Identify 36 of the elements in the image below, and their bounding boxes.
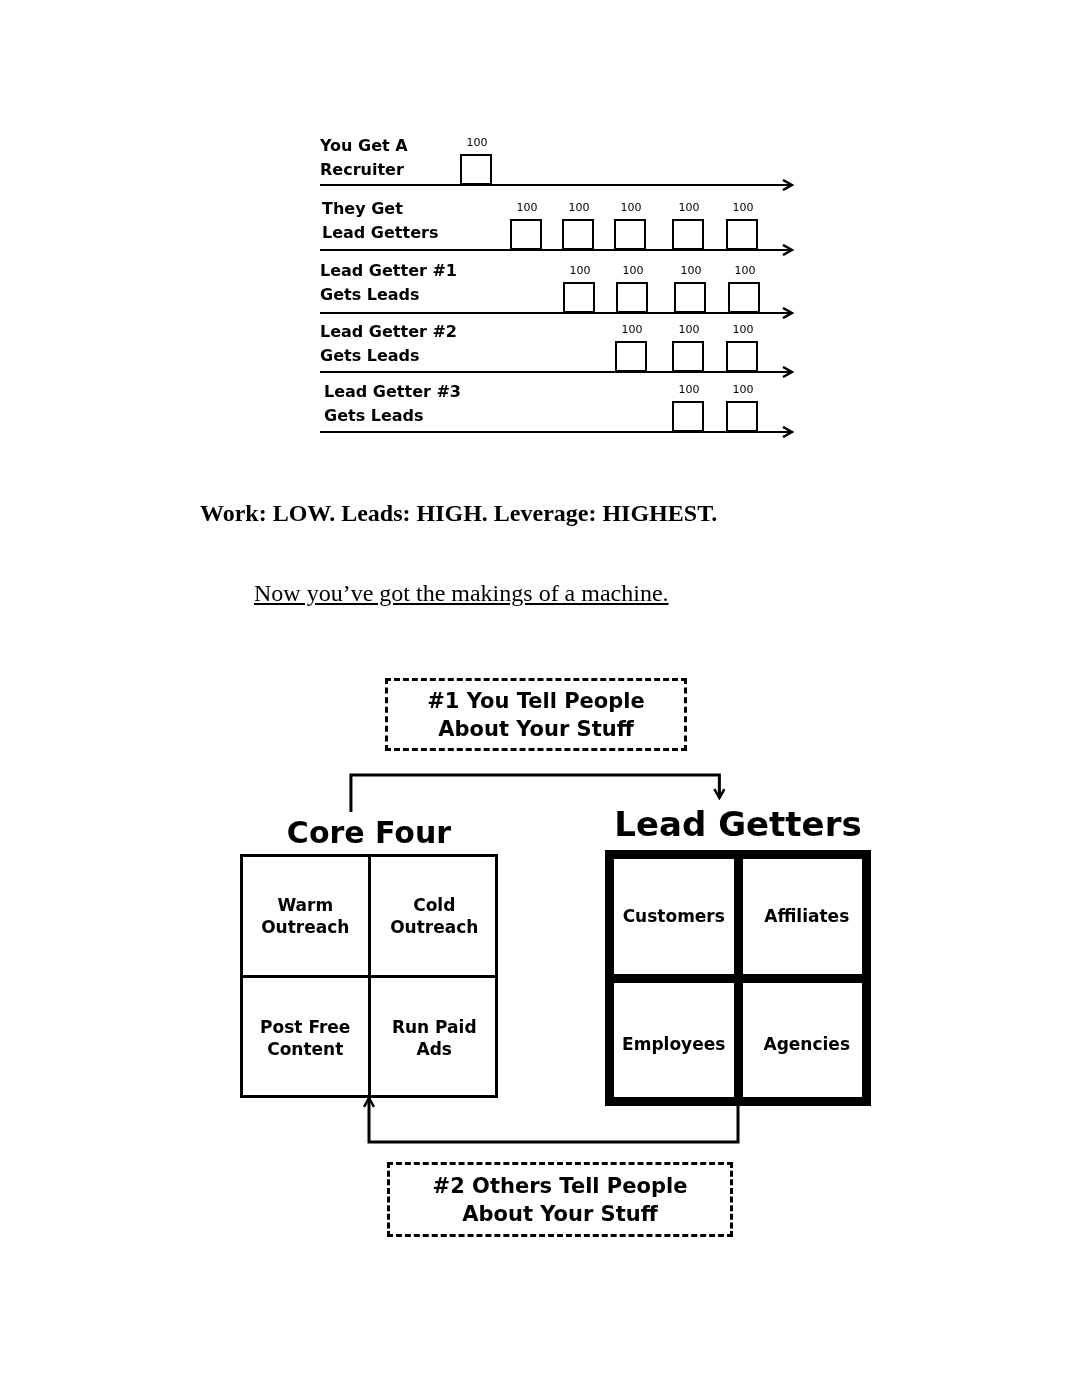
value-label: 100 (679, 264, 703, 278)
value-label: 100 (677, 201, 701, 215)
grid-cell: Cold Outreach (370, 857, 498, 978)
dashed-box: #2 Others Tell People About Your Stuff (387, 1162, 733, 1237)
row-label: You Get A Recruiter (320, 135, 409, 181)
value-label: 100 (731, 323, 755, 337)
value-label: 100 (677, 323, 701, 337)
group-heading: Lead Getters (613, 803, 863, 846)
grid-cell: Agencies (742, 982, 871, 1106)
summary-heading: Work: LOW. Leads: HIGH. Leverage: HIGHEST. (200, 499, 718, 528)
value-label: 100 (465, 136, 489, 150)
value-label: 100 (731, 383, 755, 397)
grid-cell: Warm Outreach (243, 857, 371, 978)
value-label: 100 (621, 264, 645, 278)
row-label: Lead Getter #3 Gets Leads (324, 381, 462, 427)
value-label: 100 (620, 323, 644, 337)
arrow (349, 773, 726, 812)
dashed-box: #1 You Tell People About Your Stuff (385, 678, 687, 751)
grid-cell: Run Paid Ads (370, 977, 498, 1098)
grid-cell: Affiliates (742, 859, 871, 983)
arrow (362, 1096, 740, 1144)
group-heading: Core Four (285, 814, 453, 852)
value-label: 100 (731, 201, 755, 215)
value-label: 100 (677, 383, 701, 397)
value-label: 100 (515, 201, 539, 215)
value-label: 100 (619, 201, 643, 215)
row-label: They Get Lead Getters (322, 198, 440, 244)
summary-sentence: Now you’ve got the makings of a machine. (254, 579, 669, 608)
grid-cell: Customers (614, 859, 743, 983)
row-label: Lead Getter #1 Gets Leads (320, 260, 458, 306)
value-label: 100 (568, 264, 592, 278)
grid-cell: Employees (614, 982, 743, 1106)
value-label: 100 (733, 264, 757, 278)
grid-cell: Post Free Content (243, 977, 371, 1098)
value-label: 100 (567, 201, 591, 215)
row-label: Lead Getter #2 Gets Leads (320, 321, 458, 367)
